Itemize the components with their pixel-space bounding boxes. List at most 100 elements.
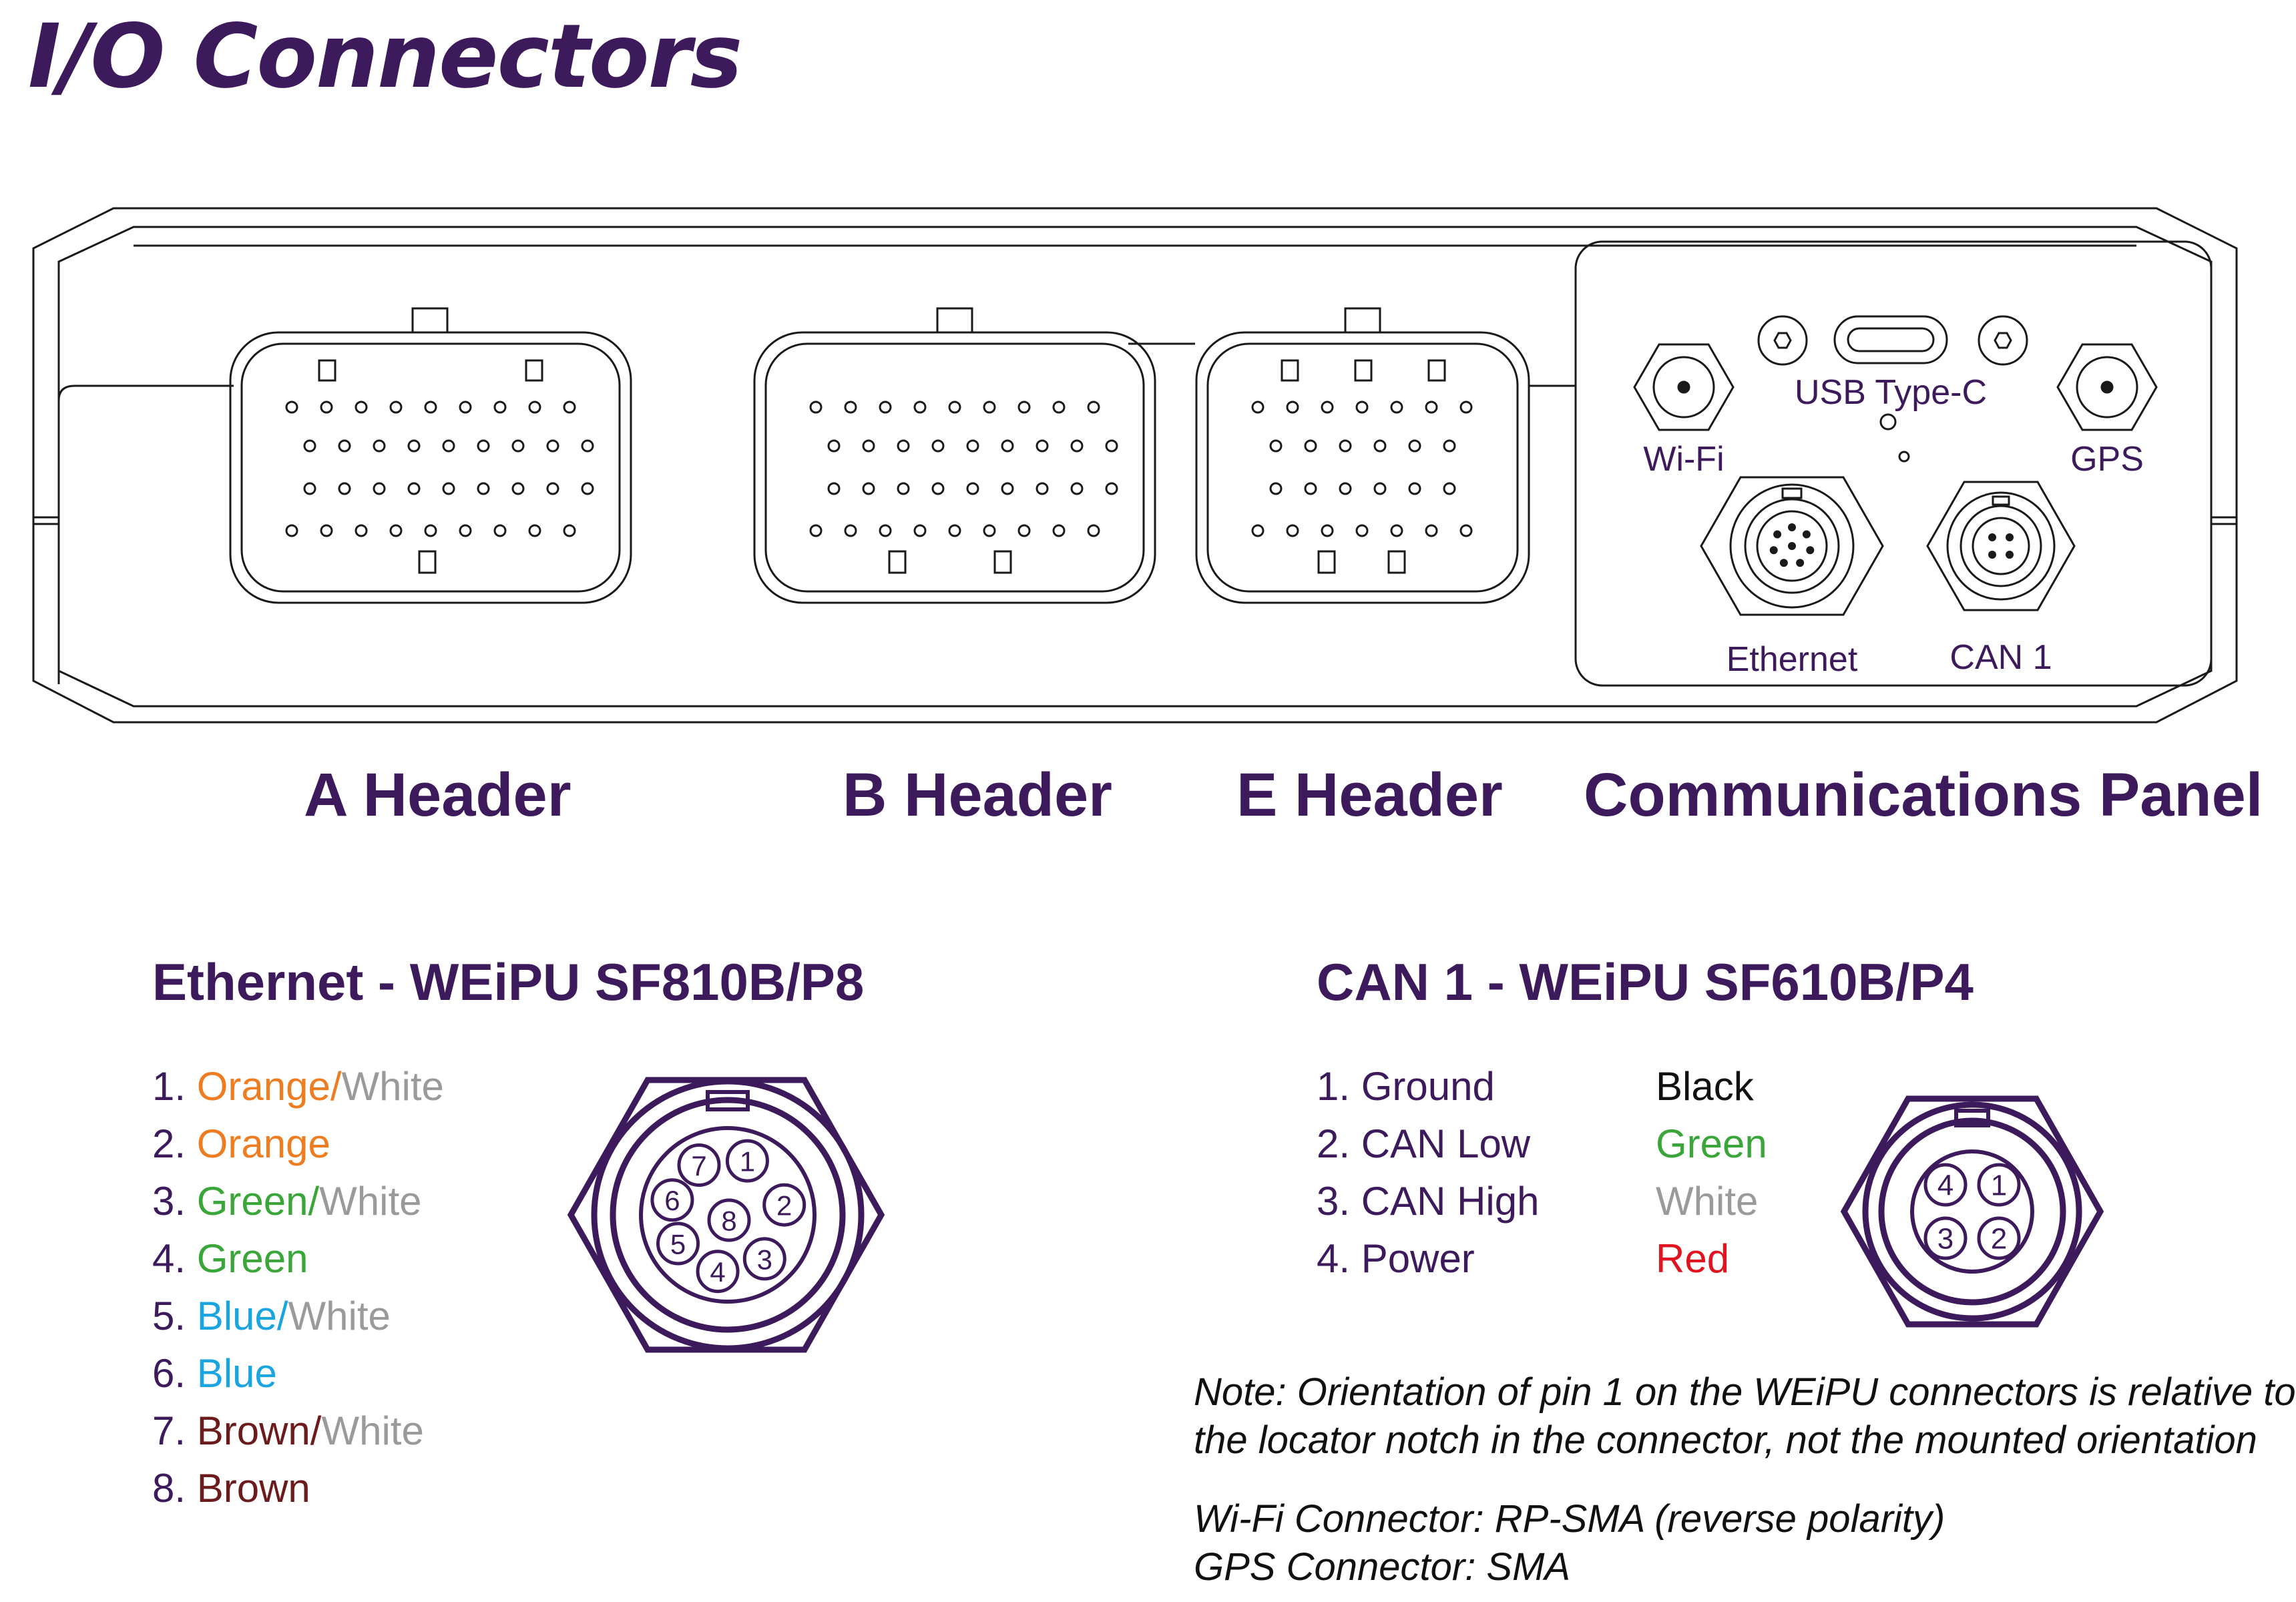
wire-color-text: Blue bbox=[196, 1294, 277, 1338]
ethernet-pin-8 bbox=[707, 1198, 751, 1242]
can1-small-pin bbox=[2006, 533, 2014, 541]
ethernet-pin-row: 4. Green bbox=[152, 1230, 444, 1288]
header-pin bbox=[528, 524, 541, 537]
wire-color-text: White bbox=[321, 1408, 424, 1453]
header-pin bbox=[407, 439, 421, 453]
a-header-label: A Header bbox=[304, 761, 571, 829]
wire-color-text: Green bbox=[196, 1179, 308, 1224]
header-pin bbox=[511, 439, 525, 453]
can1-section-title: CAN 1 - WEiPU SF610B/P4 bbox=[1317, 953, 1974, 1011]
can1-pin-2 bbox=[1977, 1216, 2021, 1260]
can1-pinout-diagram bbox=[1840, 1095, 2104, 1328]
header-pin bbox=[966, 439, 979, 453]
ethernet-pin-label-2: 2 bbox=[776, 1190, 792, 1222]
ethernet-pin-label-8: 8 bbox=[721, 1206, 736, 1237]
header-pin bbox=[862, 482, 875, 495]
ethernet-pin-label-5: 5 bbox=[670, 1229, 686, 1260]
ethernet-small-pin bbox=[1773, 530, 1782, 539]
connector-types-note: Wi-Fi Connector: RP-SMA (reverse polarit… bbox=[1194, 1495, 1945, 1591]
header-pin bbox=[493, 400, 507, 414]
ethernet-pin-6 bbox=[650, 1178, 694, 1222]
ethernet-pin-4 bbox=[696, 1250, 740, 1294]
device-inner-outline bbox=[57, 226, 2213, 708]
ethernet-pin-7 bbox=[677, 1143, 721, 1187]
pin-number: 5. bbox=[152, 1294, 197, 1338]
a-header-connector bbox=[229, 307, 632, 604]
pin-number: 4. bbox=[152, 1236, 197, 1281]
can1-pin-label-1: 1 bbox=[1991, 1169, 2007, 1202]
header-pin bbox=[1339, 439, 1352, 453]
header-pin bbox=[1425, 400, 1438, 414]
pin-number: 8. bbox=[152, 1466, 197, 1511]
header-pin bbox=[1304, 482, 1317, 495]
wire-color-text: Orange bbox=[196, 1064, 330, 1109]
header-pin bbox=[511, 482, 525, 495]
ethernet-pin-row: 6. Blue bbox=[152, 1345, 444, 1402]
header-pin bbox=[827, 482, 841, 495]
header-pin bbox=[1017, 400, 1031, 414]
header-pin bbox=[493, 524, 507, 537]
header-pin bbox=[1443, 482, 1456, 495]
header-pin bbox=[913, 524, 927, 537]
e-header-connector bbox=[1195, 307, 1530, 604]
header-pin bbox=[1017, 524, 1031, 537]
wire-color-text: Brown bbox=[196, 1466, 310, 1511]
header-pin bbox=[442, 482, 455, 495]
b-header-label: B Header bbox=[843, 761, 1112, 829]
ethernet-pin-2 bbox=[762, 1183, 807, 1227]
header-pin bbox=[809, 400, 823, 414]
ethernet-small-pin bbox=[1806, 546, 1815, 555]
header-pin bbox=[459, 400, 472, 414]
header-pin bbox=[1339, 482, 1352, 495]
ethernet-small-pin bbox=[1779, 559, 1788, 567]
wire-color-text: Green bbox=[196, 1236, 308, 1281]
header-pin bbox=[1001, 482, 1014, 495]
ethernet-small-pin bbox=[1788, 523, 1796, 531]
ethernet-section-title: Ethernet - WEiPU SF810B/P8 bbox=[152, 953, 865, 1011]
header-pin bbox=[1355, 524, 1369, 537]
pin-number: 2. bbox=[152, 1121, 197, 1166]
header-pin bbox=[1105, 482, 1118, 495]
ethernet-pin-label-7: 7 bbox=[691, 1150, 706, 1181]
header-pin bbox=[373, 439, 386, 453]
ethernet-pin-label-6: 6 bbox=[664, 1185, 680, 1216]
header-pin bbox=[355, 400, 368, 414]
pin-number: 1. bbox=[1317, 1064, 1361, 1109]
status-led-icon-small bbox=[1898, 451, 1910, 463]
pin-number: 7. bbox=[152, 1408, 197, 1453]
ethernet-pin-row: 2. Orange bbox=[152, 1115, 444, 1173]
header-pin bbox=[1459, 524, 1473, 537]
header-pin bbox=[862, 439, 875, 453]
pin-number: 3. bbox=[1317, 1179, 1361, 1224]
header-pin bbox=[1251, 524, 1265, 537]
pin-signal-name: CAN High bbox=[1361, 1179, 1540, 1224]
wire-color-text: White bbox=[341, 1064, 444, 1109]
can1-pin-3 bbox=[1923, 1216, 1968, 1260]
wire-color-text: Black bbox=[1656, 1064, 1754, 1109]
header-pin bbox=[285, 400, 298, 414]
header-pin bbox=[563, 400, 576, 414]
header-pin bbox=[1087, 400, 1100, 414]
wire-color-text: / bbox=[308, 1179, 320, 1224]
orientation-note: Note: Orientation of pin 1 on the WEiPU … bbox=[1194, 1368, 2296, 1464]
ethernet-pin-row: 3. Green/White bbox=[152, 1173, 444, 1230]
header-pin bbox=[897, 439, 910, 453]
header-pin bbox=[424, 524, 437, 537]
b-header-pins bbox=[809, 400, 1118, 537]
header-pin bbox=[1036, 439, 1049, 453]
header-pin bbox=[931, 439, 945, 453]
header-pin bbox=[1355, 400, 1369, 414]
header-pin bbox=[1321, 400, 1334, 414]
ethernet-pin-label-3: 3 bbox=[757, 1244, 772, 1275]
can1-label: CAN 1 bbox=[1949, 638, 2052, 677]
header-pin bbox=[983, 400, 996, 414]
header-pin bbox=[1251, 400, 1265, 414]
pin-signal-name: Power bbox=[1361, 1236, 1475, 1281]
e-header-label: E Header bbox=[1236, 761, 1503, 829]
pin-number: 2. bbox=[1317, 1121, 1361, 1166]
